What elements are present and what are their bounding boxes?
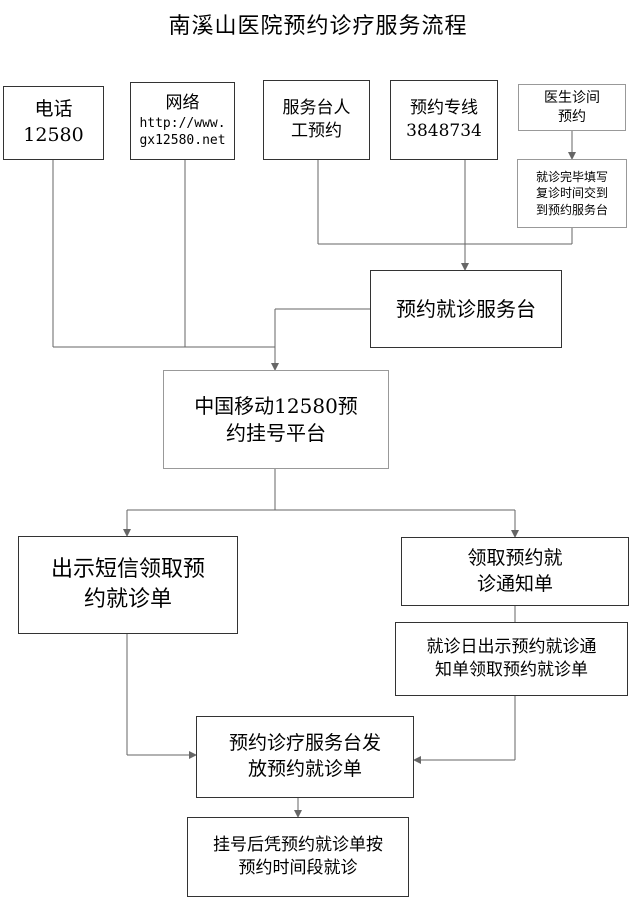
page-title: 南溪山医院预约诊疗服务流程 xyxy=(168,14,468,39)
node-platform: 中国移动12580预 约挂号平台 xyxy=(163,370,389,469)
node-phone: 电话 12580 xyxy=(3,86,104,160)
node-get-notice: 领取预约就 诊通知单 xyxy=(401,537,629,606)
node-issue: 预约诊疗服务台发 放预约就诊单 xyxy=(196,716,414,798)
node-final: 挂号后凭预约就诊单按 预约时间段就诊 xyxy=(187,817,409,897)
node-web-label: 网络 xyxy=(165,92,200,113)
node-desk-manual: 服务台人 工预约 xyxy=(263,80,370,160)
node-on-visit-day: 就诊日出示预约就诊通 知单领取预约就诊单 xyxy=(395,622,628,696)
node-web-url: http://www. gx12580.net xyxy=(139,115,226,149)
node-sms: 出示短信领取预 约就诊单 xyxy=(18,536,238,634)
node-hotline: 预约专线 3848734 xyxy=(390,80,498,160)
node-after-visit: 就诊完毕填写 复诊时间交到 到预约服务台 xyxy=(517,159,627,228)
node-service-desk: 预约就诊服务台 xyxy=(370,270,562,348)
node-doctor-room: 医生诊间 预约 xyxy=(518,84,626,131)
node-web: 网络 http://www. gx12580.net xyxy=(130,82,235,160)
